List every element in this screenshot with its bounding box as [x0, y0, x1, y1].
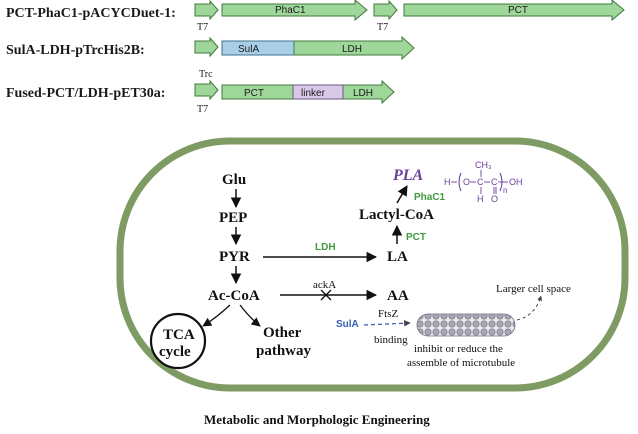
- ldh-gene-label: LDH: [342, 44, 362, 55]
- accoa-node: Ac-CoA: [208, 288, 260, 304]
- pct-gene-block: [403, 0, 625, 22]
- structure-c1: C: [477, 177, 484, 187]
- structure-h-left: H: [444, 177, 451, 187]
- pla-structure: CH₃ H O C C n OH H O: [444, 160, 523, 204]
- trc-promoter-label: Trc: [199, 69, 213, 80]
- pla-node: PLA: [392, 167, 424, 184]
- structure-c2: C: [491, 177, 498, 187]
- lactylcoa-to-pla-arrow: [396, 185, 408, 204]
- microtubule-image: [416, 313, 516, 337]
- structure-h-bottom: H: [477, 194, 484, 204]
- construct-1-label: PCT-PhaC1-pACYCDuet-1:: [6, 6, 176, 21]
- sula-enzyme-label: SulA: [336, 319, 359, 330]
- glu-node: Glu: [222, 172, 246, 188]
- structure-oh: OH: [509, 177, 523, 187]
- fused-ldh-label: LDH: [353, 88, 373, 99]
- aa-node: AA: [387, 288, 409, 304]
- lactylcoa-node: Lactyl-CoA: [359, 207, 434, 223]
- phac1-gene-label: PhaC1: [275, 5, 306, 16]
- t7-promoter-label-2: T7: [377, 22, 388, 33]
- linker-block: [292, 84, 344, 100]
- accoa-to-tca-arrow: [202, 304, 231, 327]
- fused-pct-label: PCT: [244, 88, 264, 99]
- ldh-enzyme-label: LDH: [315, 242, 336, 253]
- phac1-gene-block: [221, 0, 368, 22]
- structure-o-bottom: O: [491, 194, 498, 204]
- inhibit-note: inhibit or reduce the: [414, 343, 503, 355]
- t7-promoter-label-3: T7: [197, 104, 208, 115]
- structure-n: n: [503, 186, 507, 195]
- cycle-label: cycle: [159, 344, 191, 360]
- acka-knockout-cross: [320, 289, 332, 301]
- linker-label: linker: [301, 88, 326, 99]
- t7-promoter-label-1: T7: [197, 22, 208, 33]
- pct-enzyme-label: PCT: [406, 232, 426, 243]
- t7-promoter-arrow-1: [194, 0, 219, 21]
- t7-promoter-arrow-3: [194, 79, 219, 101]
- t7-promoter-arrow-2: [373, 0, 398, 21]
- cell-space-dashed-arrow: [516, 295, 543, 321]
- construct-3-label: Fused-PCT/LDH-pET30a:: [6, 86, 165, 101]
- pct-gene-label: PCT: [508, 5, 528, 16]
- ftsz-label: FtsZ: [378, 308, 398, 320]
- other-label: Other: [263, 325, 302, 341]
- cell-outline: [116, 137, 629, 392]
- pep-node: PEP: [219, 210, 247, 226]
- larger-cell-space-label: Larger cell space: [496, 283, 571, 295]
- figure-caption: Metabolic and Morphologic Engineering: [204, 412, 430, 427]
- structure-ch3: CH₃: [475, 160, 492, 170]
- trc-promoter-arrow: [194, 36, 219, 58]
- construct-2-label: SulA-LDH-pTrcHis2B:: [6, 43, 145, 58]
- acka-enzyme-label: ackA: [313, 279, 336, 291]
- sula-gene-label: SulA: [238, 44, 259, 55]
- ldh-gene-block: [293, 35, 415, 61]
- assemble-note: assemble of microtubule: [407, 357, 515, 369]
- tca-cycle-circle: [149, 312, 207, 370]
- pyr-node: PYR: [219, 249, 250, 265]
- pathway-label: pathway: [256, 343, 312, 359]
- sula-binding-dashed-arrow: [363, 320, 411, 327]
- accoa-to-other-arrow: [239, 304, 261, 327]
- tca-label: TCA: [163, 327, 195, 343]
- structure-o1: O: [463, 177, 470, 187]
- phac1-enzyme-label: PhaC1: [414, 192, 446, 203]
- binding-label: binding: [374, 334, 408, 346]
- la-node: LA: [387, 249, 408, 265]
